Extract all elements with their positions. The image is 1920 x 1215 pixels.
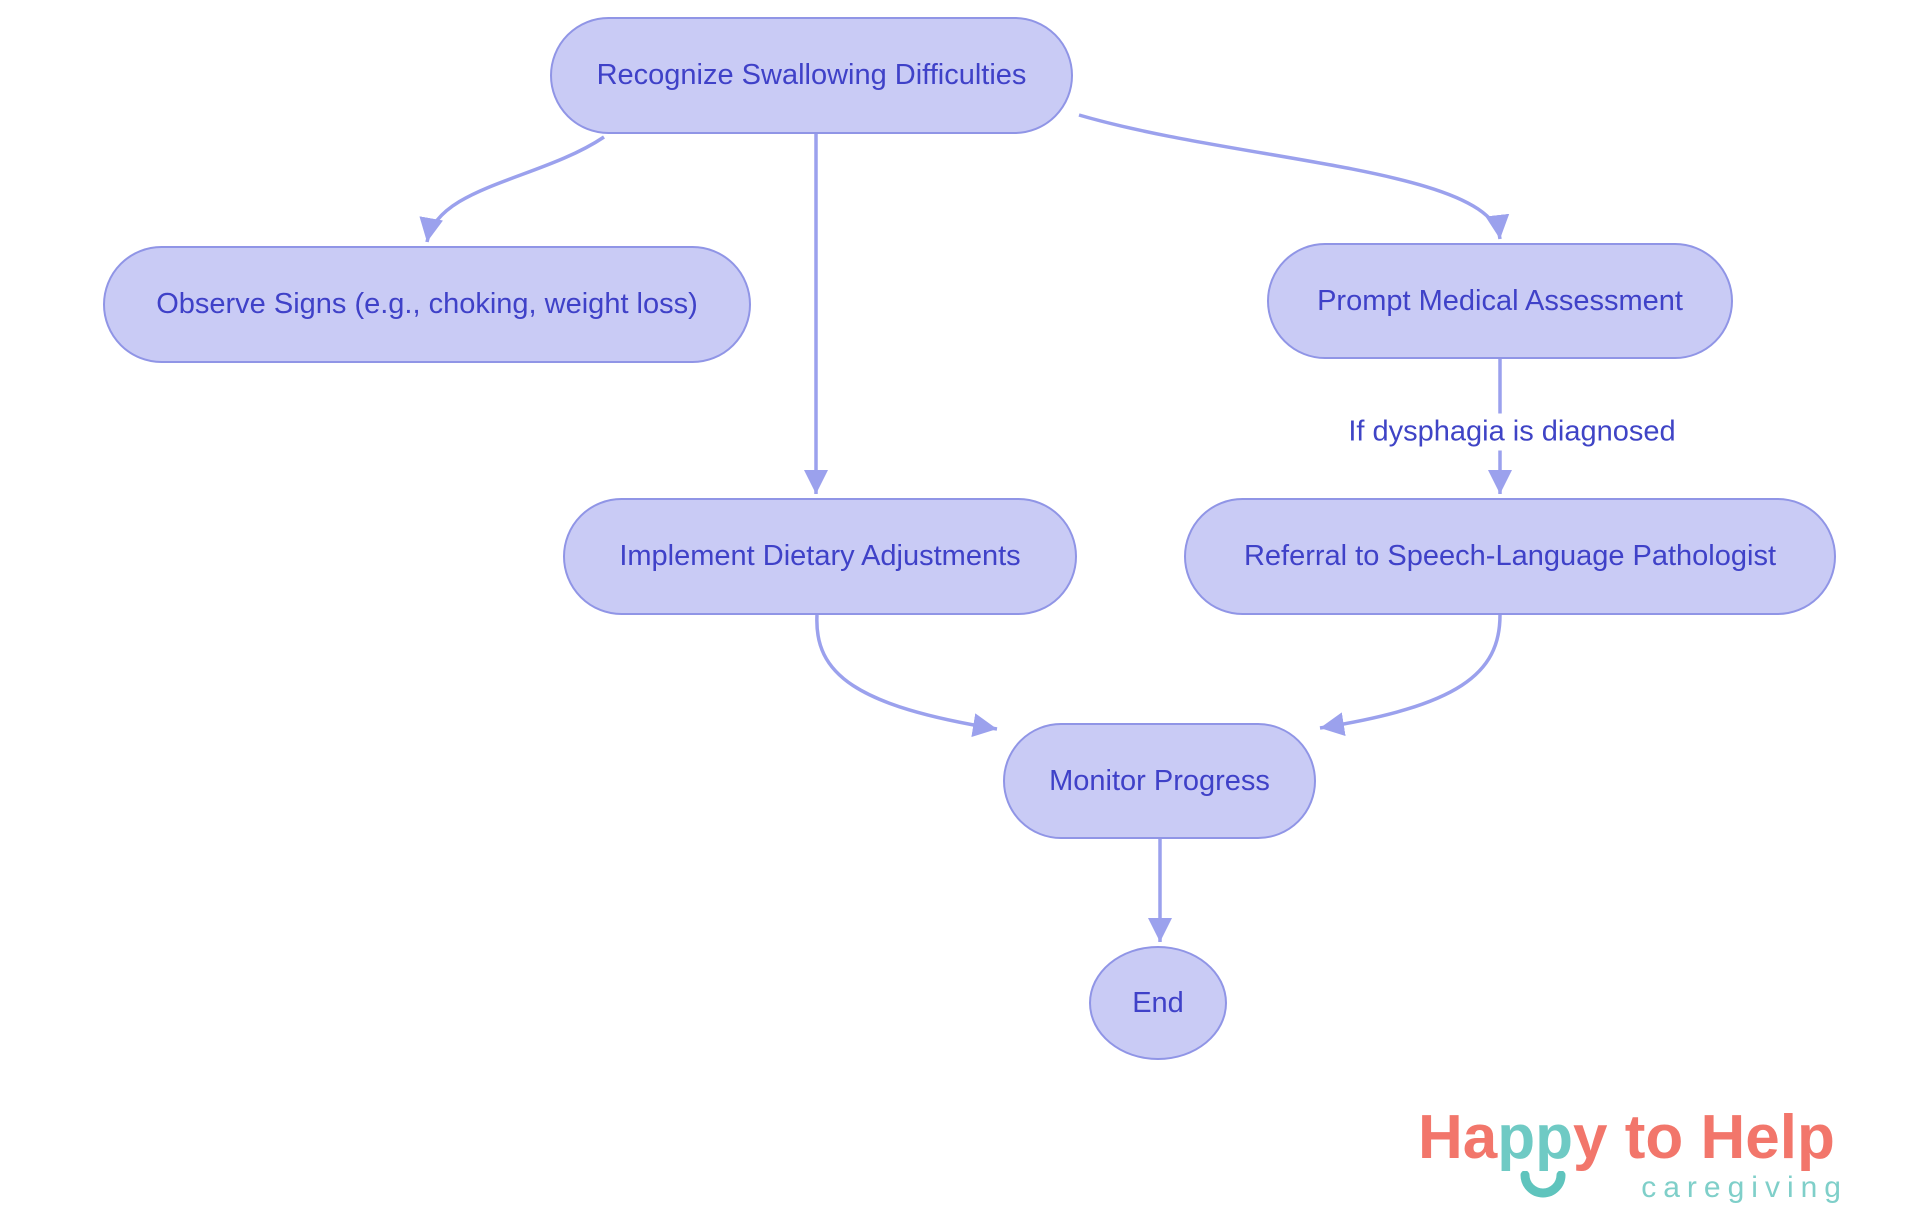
node-label: End [1132, 986, 1184, 1019]
logo-wordmark: Happy to Help [1418, 1107, 1898, 1169]
happy-to-help-logo: Happy to Help caregiving [1418, 1107, 1898, 1205]
node-label: Referral to Speech-Language Pathologist [1243, 540, 1777, 572]
logo-text-coral-1: Ha [1418, 1103, 1498, 1172]
node-monitor-progress: Monitor Progress [1003, 723, 1316, 839]
edge-recognize-to-observe [419, 135, 605, 243]
node-label: Monitor Progress [1049, 764, 1270, 797]
node-recognize-swallowing-difficulties: Recognize Swallowing Difficulties [550, 17, 1073, 134]
node-label: Recognize Swallowing Difficulties [596, 59, 1027, 91]
edge-label-if-dysphagia-is-diagnosed: If dysphagia is diagnosed [1338, 413, 1686, 451]
edge-referral-to-monitor [1319, 614, 1502, 737]
node-referral-speech-language-pathologist: Referral to Speech-Language Pathologist [1184, 498, 1836, 615]
smile-icon [1520, 1170, 1566, 1204]
node-label: Implement Dietary Adjustments [619, 540, 1021, 572]
node-end: End [1089, 946, 1227, 1060]
edge-recognize-to-prompt [1078, 113, 1510, 240]
edge-implement-to-monitor [815, 614, 998, 737]
node-observe-signs: Observe Signs (e.g., choking, weight los… [103, 246, 751, 363]
node-label: Observe Signs (e.g., choking, weight los… [156, 288, 698, 320]
node-label: Prompt Medical Assessment [1317, 284, 1683, 317]
node-implement-dietary-adjustments: Implement Dietary Adjustments [563, 498, 1077, 615]
logo-tagline: caregiving [1641, 1171, 1848, 1204]
node-prompt-medical-assessment: Prompt Medical Assessment [1267, 243, 1733, 359]
logo-text-teal: pp [1497, 1103, 1574, 1172]
logo-text-coral-2: y to Help [1573, 1103, 1835, 1172]
